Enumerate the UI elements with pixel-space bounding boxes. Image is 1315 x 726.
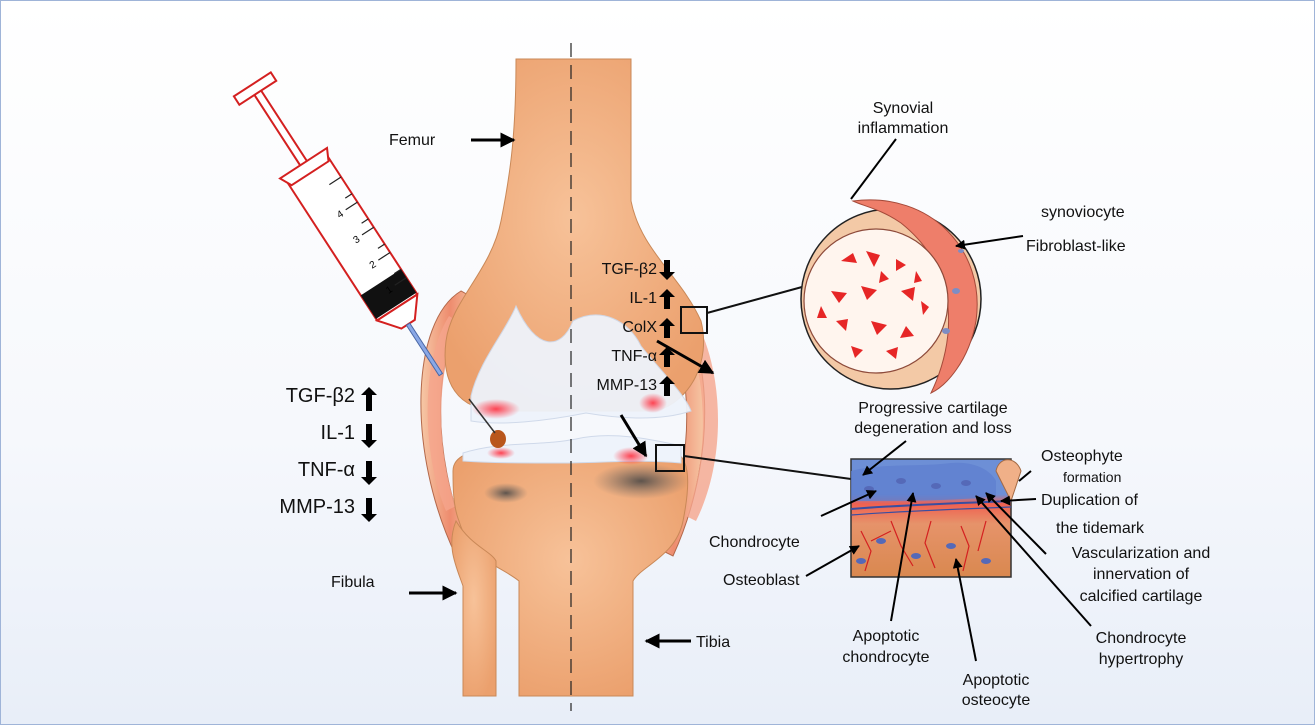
tidemark-label-line1: Duplication of bbox=[1041, 491, 1138, 510]
inflammation-spot bbox=[487, 447, 515, 459]
down-arrow-icon bbox=[361, 424, 377, 448]
synoviocyte-label: synoviocyte bbox=[1041, 203, 1125, 222]
synovial-label-line1: Synovial bbox=[833, 99, 973, 118]
down-arrow-icon bbox=[361, 461, 377, 485]
apoptotic-chondrocyte-label-line2: chondrocyte bbox=[816, 648, 956, 667]
vascularization-label-line1: Vascularization and bbox=[1041, 544, 1241, 563]
progressive-label-line1: Progressive cartilage bbox=[833, 399, 1033, 418]
inflammation-spot bbox=[472, 399, 520, 419]
tibia-label: Tibia bbox=[696, 633, 730, 652]
apoptotic-osteocyte-label-line2: osteocyte bbox=[936, 691, 1056, 710]
inflammation-spot bbox=[639, 393, 667, 413]
vascularization-label-line2: innervation of bbox=[1041, 565, 1241, 584]
treatment-marker-arrows bbox=[361, 387, 377, 522]
synovial-callout-line bbox=[851, 139, 896, 199]
fibroblast-callout-line bbox=[956, 236, 1023, 246]
chondrocyte-label: Chondrocyte bbox=[709, 533, 800, 552]
injected-drop bbox=[490, 430, 506, 448]
marker-label: IL-1 bbox=[231, 424, 355, 443]
marker-label: TGF-β2 bbox=[541, 260, 657, 279]
vascularization-label-line3: calcified cartilage bbox=[1041, 587, 1241, 606]
marker-label: MMP-13 bbox=[231, 498, 355, 517]
formation-label: formation bbox=[1063, 468, 1121, 487]
progressive-label-line2: degeneration and loss bbox=[833, 419, 1033, 438]
fibroblast-label: Fibroblast-like bbox=[1026, 237, 1126, 256]
up-arrow-icon bbox=[361, 387, 377, 411]
osteoblast-label: Osteoblast bbox=[723, 571, 799, 590]
apoptotic-chondrocyte-label-line1: Apoptotic bbox=[816, 627, 956, 646]
hypertrophy-label-line1: Chondrocyte bbox=[1071, 629, 1211, 648]
apoptotic-osteocyte-label-line1: Apoptotic bbox=[936, 671, 1056, 690]
down-arrow-icon bbox=[361, 498, 377, 522]
hypertrophy-label-line2: hypertrophy bbox=[1071, 650, 1211, 669]
marker-label: TGF-β2 bbox=[231, 387, 355, 406]
zoom-connector bbox=[707, 284, 813, 313]
marker-label: MMP-13 bbox=[541, 376, 657, 395]
femur-label: Femur bbox=[389, 131, 435, 150]
marker-label: TNF-α bbox=[231, 461, 355, 480]
subchondral-sclerosis bbox=[593, 463, 689, 499]
synovial-label-line2: inflammation bbox=[833, 119, 973, 138]
marker-label: ColX bbox=[541, 318, 657, 337]
subchondral-sclerosis bbox=[484, 483, 528, 503]
osteophyte-label: Osteophyte bbox=[1041, 447, 1123, 466]
tidemark-label-line2: the tidemark bbox=[1056, 519, 1144, 538]
synovial-zoom-circle bbox=[801, 200, 981, 393]
marker-label: IL-1 bbox=[541, 289, 657, 308]
fibula-label: Fibula bbox=[331, 573, 375, 592]
marker-label: TNF-α bbox=[541, 347, 657, 366]
